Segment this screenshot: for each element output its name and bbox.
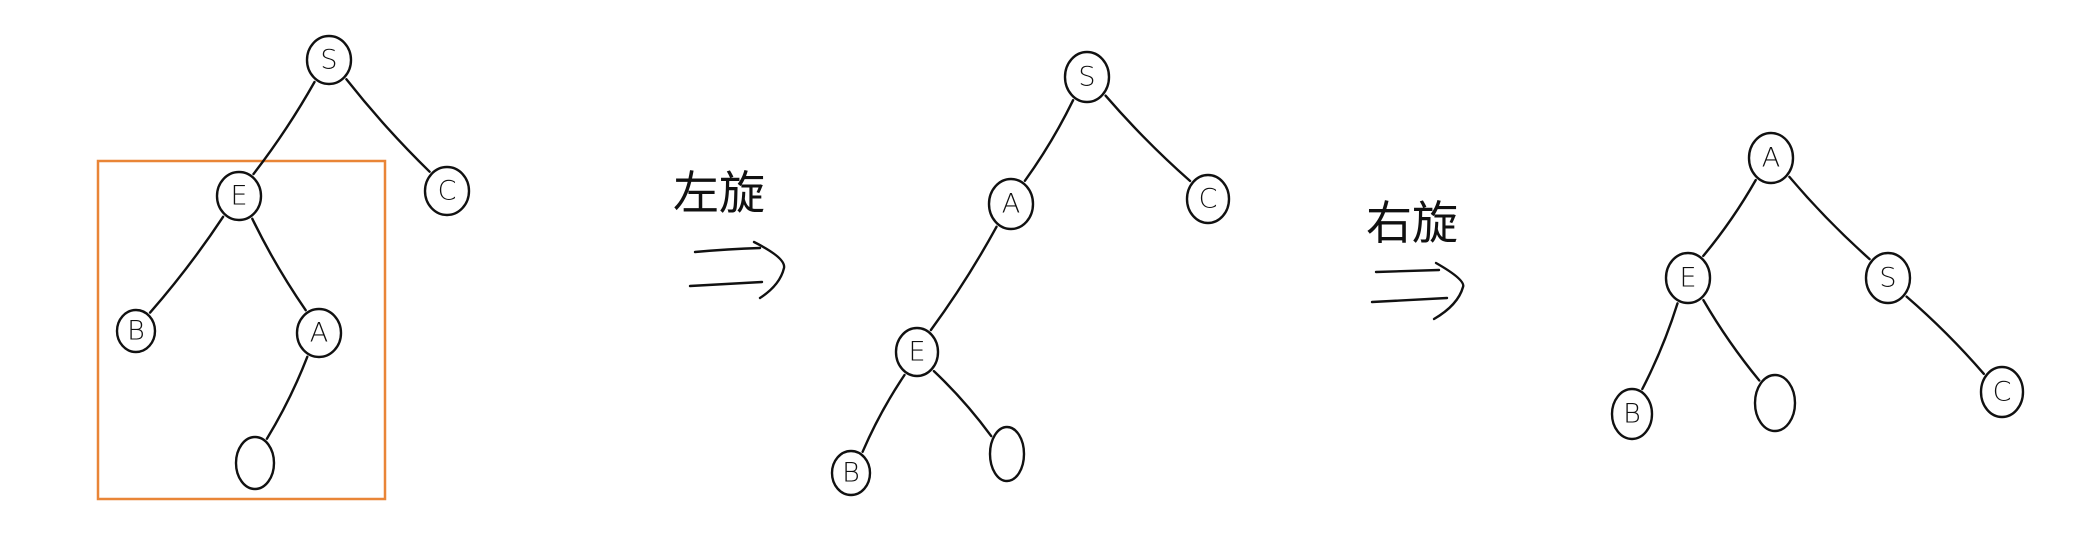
tree-2-edge-e-b <box>861 373 906 453</box>
tree-1-node-a-label: A <box>310 318 328 349</box>
tree-2-edges <box>861 94 1192 453</box>
tree-2-edge-a-e <box>929 225 998 332</box>
tree-3-edge-s-c <box>1905 295 1985 375</box>
tree-3: A E S B C <box>1610 131 2025 441</box>
tree-2-node-e-label: E <box>908 337 925 368</box>
tree-2-edge-s-a <box>1023 99 1075 182</box>
tree-2-node-c: C <box>1185 173 1231 225</box>
tree-3-node-s: S <box>1864 251 1912 305</box>
tree-3-node-empty <box>1753 373 1797 433</box>
tree-2-node-a-label: A <box>1002 189 1020 220</box>
tree-2-node-a: A <box>987 177 1035 231</box>
tree-1-node-s-label: S <box>320 45 337 76</box>
tree-1-edge-e-b <box>148 215 225 314</box>
tree-1-edge-s-e <box>252 80 316 176</box>
transition-1: 左旋 <box>673 166 786 300</box>
tree-1-edge-s-c <box>345 78 431 173</box>
tree-1-edge-a-empty <box>265 355 309 440</box>
tree-2-node-e: E <box>894 326 940 378</box>
tree-2-node-b: B <box>830 449 872 497</box>
tree-1-node-e: E <box>215 170 263 222</box>
double-right-arrow-icon <box>688 240 786 300</box>
tree-1-edges <box>148 78 431 440</box>
tree-2-node-s-label: S <box>1078 62 1095 93</box>
tree-1-node-e-label: E <box>230 181 247 212</box>
transition-2: 右旋 <box>1366 196 1465 321</box>
tree-3-node-e: E <box>1664 251 1712 305</box>
tree-1-node-b-label: B <box>127 316 145 347</box>
tree-2-node-empty <box>988 425 1026 483</box>
tree-3-node-b-label: B <box>1623 399 1641 430</box>
double-right-arrow-icon <box>1370 261 1465 321</box>
tree-3-node-a-label: A <box>1762 143 1780 174</box>
tree-3-edge-a-s <box>1788 175 1871 261</box>
tree-1: S E C B A <box>115 34 471 491</box>
transition-2-label: 右旋 <box>1366 196 1458 250</box>
tree-2-node-c-label: C <box>1199 184 1218 215</box>
tree-2: S A C E B <box>830 50 1231 497</box>
tree-2-node-b-label: B <box>842 458 860 489</box>
tree-3-node-e-label: E <box>1679 263 1696 294</box>
transition-1-label: 左旋 <box>673 166 765 220</box>
tree-1-node-s: S <box>305 34 353 86</box>
tree-3-node-c-label: C <box>1993 377 2012 408</box>
tree-3-edge-e-empty <box>1702 298 1761 382</box>
tree-3-node-a: A <box>1747 131 1795 185</box>
tree-3-node-c: C <box>1979 365 2025 419</box>
tree-3-node-b: B <box>1610 387 1654 441</box>
highlight-box <box>96 159 387 501</box>
tree-1-edge-e-a <box>251 217 307 312</box>
tree-1-node-empty <box>234 435 276 491</box>
tree-1-node-b: B <box>115 308 157 354</box>
tree-2-node-s: S <box>1063 50 1111 104</box>
tree-2-edge-e-empty <box>932 369 993 438</box>
tree-3-node-s-label: S <box>1879 263 1896 294</box>
tree-3-edge-a-e <box>1702 178 1757 258</box>
tree-1-node-a: A <box>295 307 343 359</box>
tree-1-node-c-label: C <box>438 176 457 207</box>
tree-1-node-c: C <box>423 165 471 217</box>
tree-2-edge-s-c <box>1104 94 1192 183</box>
tree-3-edges <box>1641 175 1985 391</box>
tree-3-edge-e-b <box>1641 302 1679 391</box>
